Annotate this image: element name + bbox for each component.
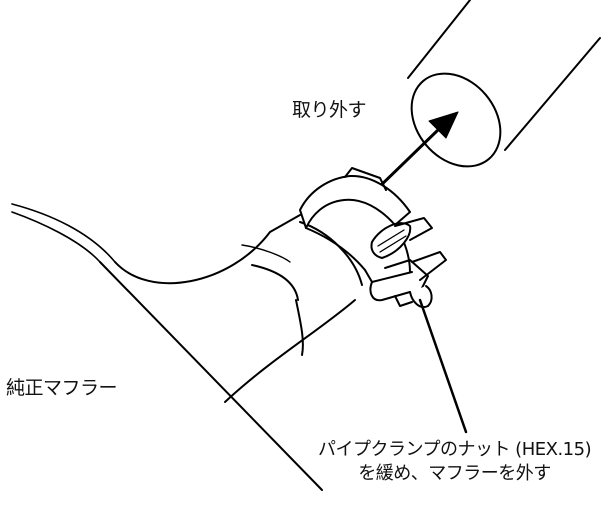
nut-leader-line: [418, 298, 468, 434]
clamp-nut-instruction-line2: を緩め、マフラーを外す: [358, 463, 551, 484]
remove-label: 取り外す: [292, 99, 367, 121]
remove-arrow: [374, 111, 459, 192]
clamp-nut-instruction-line1: パイプクランプのナット (HEX.15): [318, 439, 592, 460]
pipe-clamp: [299, 167, 447, 308]
clamp-nut-instruction: パイプクランプのナット (HEX.15) を緩め、マフラーを外す: [318, 438, 592, 486]
stock-muffler-label: 純正マフラー: [6, 377, 118, 399]
connecting-pipe: [241, 221, 363, 356]
removed-pipe: [407, 0, 601, 168]
stock-muffler-body: [11, 203, 356, 491]
